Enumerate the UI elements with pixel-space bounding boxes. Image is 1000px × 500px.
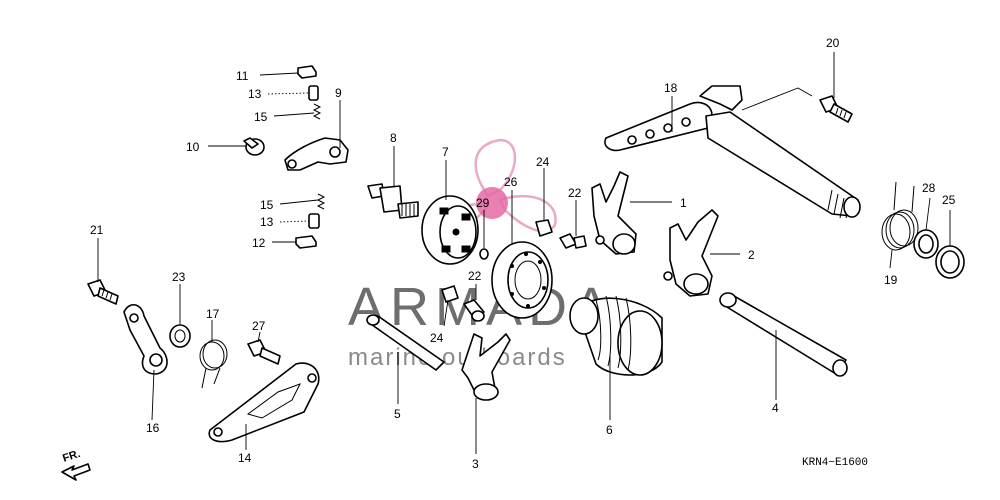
callout-25: 25 (942, 193, 956, 207)
callout-15-upper: 15 (254, 110, 268, 124)
callout-19: 19 (884, 273, 898, 287)
callout-12: 12 (252, 236, 266, 250)
part-15-spring-upper (312, 103, 322, 120)
callout-9: 9 (335, 86, 342, 100)
callout-26: 26 (504, 175, 518, 189)
callout-22-lower: 22 (468, 269, 482, 283)
part-20-bolt (819, 95, 853, 123)
leader-lines (97, 52, 951, 454)
watermark-tagline: marine outboards (348, 344, 567, 371)
callout-23: 23 (172, 270, 186, 284)
callout-20: 20 (826, 36, 840, 50)
diagram-code: KRN4−E1600 (802, 457, 868, 469)
front-marker-label: FR. (61, 448, 82, 465)
callout-10: 10 (186, 140, 200, 154)
part-4-shift-fork-shaft (719, 292, 848, 377)
callout-2: 2 (748, 248, 755, 262)
callout-21: 21 (90, 223, 104, 237)
part-10-bolt (243, 137, 265, 156)
part-11-stopper-plate (297, 65, 317, 79)
callout-24-upper: 24 (536, 155, 550, 169)
part-1-shift-fork (591, 171, 637, 255)
callout-3: 3 (472, 457, 479, 471)
callout-27: 27 (252, 319, 266, 333)
callout-28: 28 (922, 181, 936, 195)
part-13-collar-lower (308, 213, 320, 229)
callout-8: 8 (390, 131, 397, 145)
callout-6: 6 (606, 423, 613, 437)
part-27-bolt (247, 339, 281, 365)
callout-13-upper: 13 (248, 87, 262, 101)
part-13-collar-upper (308, 85, 319, 101)
callout-4: 4 (772, 401, 779, 415)
callout-11: 11 (236, 69, 249, 83)
part-18-gearshift-spindle (604, 85, 861, 219)
front-direction-marker: FR. (61, 448, 91, 481)
callout-7: 7 (442, 145, 449, 159)
part-8-pin-bolt (367, 183, 419, 219)
part-29-pin (479, 248, 489, 260)
part-22-bolt-lower (463, 299, 485, 322)
part-25-washer (935, 245, 965, 279)
part-16-shift-arm (123, 304, 168, 375)
callout-22-upper: 22 (568, 186, 582, 200)
callout-18: 18 (664, 81, 678, 95)
callout-14: 14 (238, 451, 252, 465)
callout-17: 17 (206, 307, 220, 321)
part-6-shift-drum (569, 295, 663, 376)
part-3-shift-fork (461, 333, 511, 401)
part-21-bolt (87, 279, 119, 305)
callout-29: 29 (476, 196, 490, 210)
part-22-bolt-upper (559, 233, 587, 249)
part-24-collar-upper (535, 219, 553, 237)
part-26-bearing (491, 241, 553, 319)
part-15-spring-lower (316, 193, 326, 210)
part-28-collar (913, 229, 939, 259)
part-9-stopper-arm (284, 137, 349, 171)
part-12-stopper-plate (295, 235, 317, 249)
part-14-guide-plate (208, 362, 320, 443)
callout-1: 1 (680, 196, 687, 210)
part-19-return-spring (881, 181, 919, 251)
part-24-collar-lower (441, 285, 459, 303)
callout-15-lower: 15 (260, 198, 274, 212)
part-23-washer (169, 324, 191, 348)
callout-labels: 1 2 3 4 5 6 7 8 9 10 11 12 13 13 14 15 1… (90, 36, 956, 471)
callout-24-lower: 24 (430, 331, 444, 345)
part-7-drum-center (421, 195, 479, 265)
part-17-spring (199, 339, 228, 389)
part-2-shift-fork (663, 209, 719, 297)
callout-16: 16 (146, 421, 160, 435)
part-5-shift-fork-shaft (366, 314, 445, 371)
callout-13-lower: 13 (260, 215, 274, 229)
callout-5: 5 (394, 407, 401, 421)
